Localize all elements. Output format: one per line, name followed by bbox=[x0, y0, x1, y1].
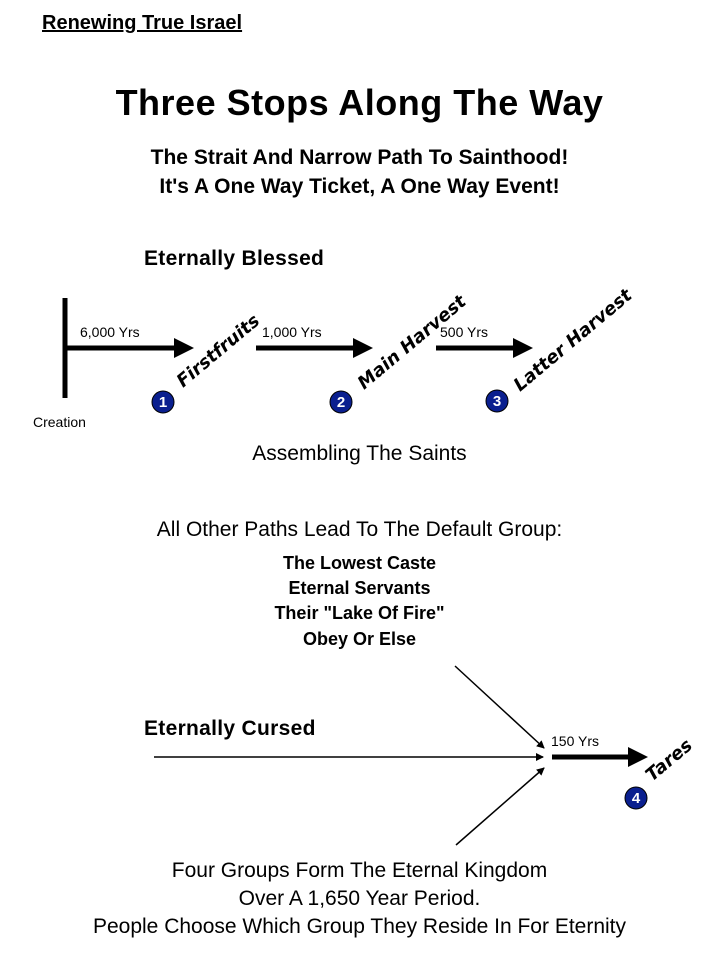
eternally-cursed-label: Eternally Cursed bbox=[144, 717, 316, 740]
stop-badge-number: 2 bbox=[337, 394, 345, 411]
page-title: Three Stops Along The Way bbox=[115, 82, 604, 123]
stop-label-latter-harvest: Latter Harvest bbox=[510, 284, 638, 396]
default-group-line: Eternal Servants bbox=[288, 578, 431, 598]
cursed-segment-arrowhead bbox=[628, 747, 648, 767]
default-group-line: Obey Or Else bbox=[302, 629, 417, 649]
segment-arrowhead bbox=[353, 338, 373, 358]
segment-years-label: 500 Yrs bbox=[440, 324, 488, 340]
footer-line-1: Four Groups Form The Eternal Kingdom bbox=[171, 859, 548, 882]
default-group-heading: All Other Paths Lead To The Default Grou… bbox=[156, 518, 563, 541]
footer-line-3: People Choose Which Group They Reside In… bbox=[92, 915, 627, 938]
segment-arrowhead bbox=[174, 338, 194, 358]
stop-badge-number: 3 bbox=[493, 393, 501, 410]
subtitle-line-1: The Strait And Narrow Path To Sainthood! bbox=[150, 146, 569, 169]
stop-badge bbox=[329, 390, 353, 414]
default-group-line: The Lowest Caste bbox=[282, 553, 437, 573]
segment-years-label: 1,000 Yrs bbox=[262, 324, 322, 340]
stop-badge bbox=[151, 390, 175, 414]
segment-years-label: 6,000 Yrs bbox=[80, 324, 140, 340]
cursed-years-label: 150 Yrs bbox=[551, 733, 599, 749]
stop-badge-number: 4 bbox=[632, 790, 641, 807]
stop-badge bbox=[624, 786, 648, 810]
stop-label-tares: Tares bbox=[642, 735, 697, 786]
default-group-line: Their "Lake Of Fire" bbox=[274, 603, 445, 623]
stop-badge-number: 1 bbox=[159, 394, 167, 411]
stop-label-main-harvest: Main Harvest bbox=[354, 290, 472, 394]
converging-arrow bbox=[454, 665, 545, 749]
stop-badge bbox=[485, 389, 509, 413]
segment-arrowhead bbox=[513, 338, 533, 358]
creation-label: Creation bbox=[33, 414, 86, 430]
header-link[interactable]: Renewing True Israel bbox=[42, 12, 243, 34]
assembling-caption: Assembling The Saints bbox=[252, 442, 467, 465]
footer-line-2: Over A 1,650 Year Period. bbox=[238, 887, 481, 910]
converging-arrow bbox=[455, 767, 545, 846]
eternally-blessed-label: Eternally Blessed bbox=[144, 247, 325, 270]
subtitle-line-2: It's A One Way Ticket, A One Way Event! bbox=[159, 175, 560, 198]
